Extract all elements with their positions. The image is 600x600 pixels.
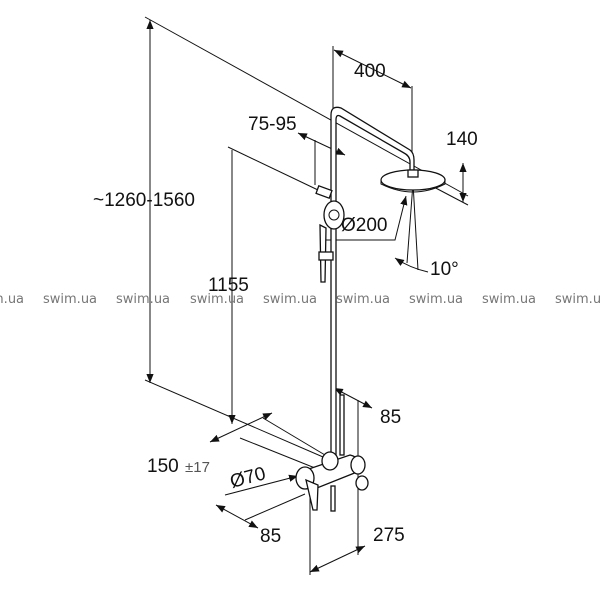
rail-offset-label: 85 — [380, 407, 401, 428]
head-angle-label: 10° — [430, 259, 459, 280]
connection-spacing-dimension — [209, 412, 326, 471]
wall-offset-dimension — [215, 493, 306, 529]
watermark-row: swim.ua swim.ua swim.ua swim.ua swim.ua … — [0, 292, 600, 307]
thermostatic-mixer — [295, 451, 369, 512]
connection-spacing-label: 150 — [147, 456, 179, 477]
watermark: swim.ua — [43, 292, 97, 307]
overall-height-label: ~1260-1560 — [93, 190, 195, 211]
watermark: swim.ua — [409, 292, 463, 307]
watermark: swim.ua — [0, 292, 24, 307]
overall-height-dimension — [144, 16, 469, 461]
wall-offset-label: 85 — [260, 526, 281, 547]
head-drop-dimension — [429, 163, 469, 206]
slider-range-label: 75-95 — [248, 114, 297, 135]
watermark: swim.ua — [482, 292, 536, 307]
watermark: swim.ua — [336, 292, 390, 307]
escutcheon-leader — [224, 474, 299, 496]
watermark: swim.ua — [190, 292, 244, 307]
connection-tolerance-label: ±17 — [185, 459, 210, 476]
head-diameter-label: Ø200 — [341, 215, 387, 236]
head-drop-label: 140 — [446, 129, 478, 150]
slider-range-dimension — [297, 132, 346, 185]
escutcheon-diameter-label: Ø70 — [228, 463, 268, 493]
watermark: swim.ua — [116, 292, 170, 307]
arm-length-label: 400 — [354, 61, 386, 82]
mixer-height-label: 1155 — [208, 275, 249, 296]
head-angle-dimension — [394, 182, 429, 273]
shower-column — [315, 106, 446, 461]
depth-label: 275 — [373, 525, 405, 546]
mixer-height-dimension — [227, 146, 319, 424]
diameter-leader — [325, 195, 408, 241]
watermark: swim.ua — [555, 292, 600, 307]
watermark: swim.ua — [263, 292, 317, 307]
